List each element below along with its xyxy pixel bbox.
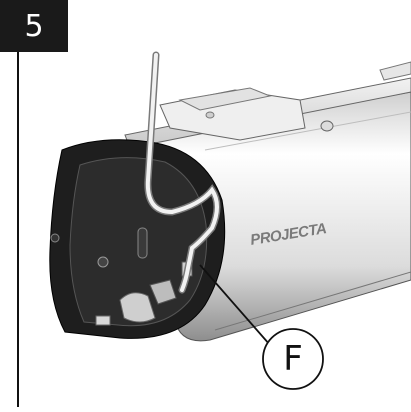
step-number-badge: 5 [0,0,68,52]
callout-circle [262,328,324,390]
step-number: 5 [24,8,44,44]
frame-border [17,52,19,407]
power-cable [144,51,221,294]
callout-leader-line [199,264,271,346]
mounting-bracket [124,61,411,149]
callout-label: F [283,339,303,379]
